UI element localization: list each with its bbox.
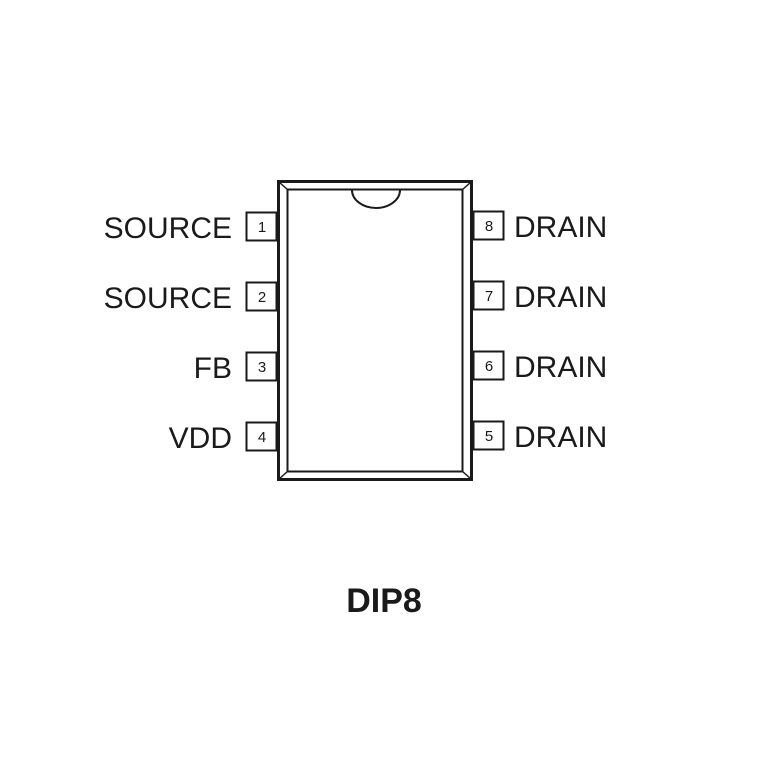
pin-4-label: VDD <box>169 422 232 455</box>
pin-3: FB 3 <box>194 351 278 385</box>
pin-8: 8 DRAIN <box>472 210 607 244</box>
pin-7-label: DRAIN <box>514 281 607 314</box>
pin-5-label: DRAIN <box>514 421 607 454</box>
ic-body-inner <box>286 188 464 473</box>
pin-4-number: 4 <box>258 429 266 446</box>
right-pins: 8 DRAIN 7 DRAIN 6 DRAIN 5 DRAIN <box>472 210 607 454</box>
pin-2-number: 2 <box>258 289 266 306</box>
corner-joint-tr <box>461 181 472 191</box>
pin-5-box <box>472 420 505 451</box>
pin-3-label: FB <box>194 352 232 385</box>
pin-6-number: 6 <box>485 358 493 375</box>
pin-4-box <box>245 421 278 452</box>
pin-3-box <box>245 351 278 382</box>
pin-1-label: SOURCE <box>104 212 232 245</box>
pin-6-box <box>472 350 505 381</box>
ic-body-outer <box>277 180 473 481</box>
pin-6: 6 DRAIN <box>472 350 607 384</box>
pin1-notch <box>351 189 401 209</box>
pin-7-number: 7 <box>485 288 493 305</box>
pin-4: VDD 4 <box>169 421 278 455</box>
pin-3-number: 3 <box>258 359 266 376</box>
corner-joint-br <box>461 470 472 480</box>
corner-joint-bl <box>278 470 289 480</box>
left-pins: SOURCE 1 SOURCE 2 FB 3 VDD 4 <box>104 211 278 455</box>
pin-8-box <box>472 210 505 241</box>
pin-8-label: DRAIN <box>514 211 607 244</box>
pin-1: SOURCE 1 <box>104 211 278 245</box>
pin-2-box <box>245 281 278 312</box>
corner-joint-tl <box>278 181 289 191</box>
pin-1-box <box>245 211 278 242</box>
pin-2: SOURCE 2 <box>104 281 278 315</box>
pin-6-label: DRAIN <box>514 351 607 384</box>
package-name: DIP8 <box>346 582 422 620</box>
pin-5-number: 5 <box>485 428 493 445</box>
pin-7-box <box>472 280 505 311</box>
pin-7: 7 DRAIN <box>472 280 607 314</box>
pin-8-number: 8 <box>485 218 493 235</box>
pin-1-number: 1 <box>258 219 266 236</box>
pin-2-label: SOURCE <box>104 282 232 315</box>
ic-body <box>277 180 473 481</box>
pin-5: 5 DRAIN <box>472 420 607 454</box>
